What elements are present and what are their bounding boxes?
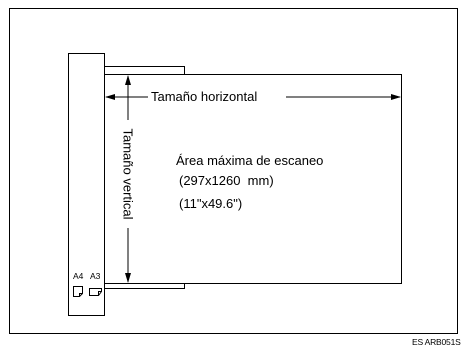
size-label-a4: A4	[73, 271, 84, 281]
vertical-size-label: Tamaño vertical	[120, 128, 136, 220]
exposure-glass	[68, 53, 105, 316]
scan-area-sheet	[104, 74, 402, 284]
vertical-arrow-down-icon	[125, 273, 131, 283]
outer-frame	[9, 8, 458, 334]
horizontal-size-label: Tamaño horizontal	[151, 89, 258, 104]
horizontal-arrow-left-icon	[105, 94, 115, 100]
scan-area-imperial: (11"x49.6")	[179, 196, 243, 211]
horizontal-arrow-right-icon	[391, 94, 401, 100]
a3-landscape-icon	[89, 288, 102, 296]
scan-area-metric: (297x1260 mm)	[179, 173, 274, 188]
scan-area-title: Área máxima de escaneo	[176, 153, 324, 168]
size-label-a3: A3	[90, 271, 101, 281]
figure-code: ES ARB051S	[412, 337, 461, 347]
a4-portrait-icon	[73, 286, 83, 297]
vertical-arrow-up-icon	[125, 75, 131, 85]
